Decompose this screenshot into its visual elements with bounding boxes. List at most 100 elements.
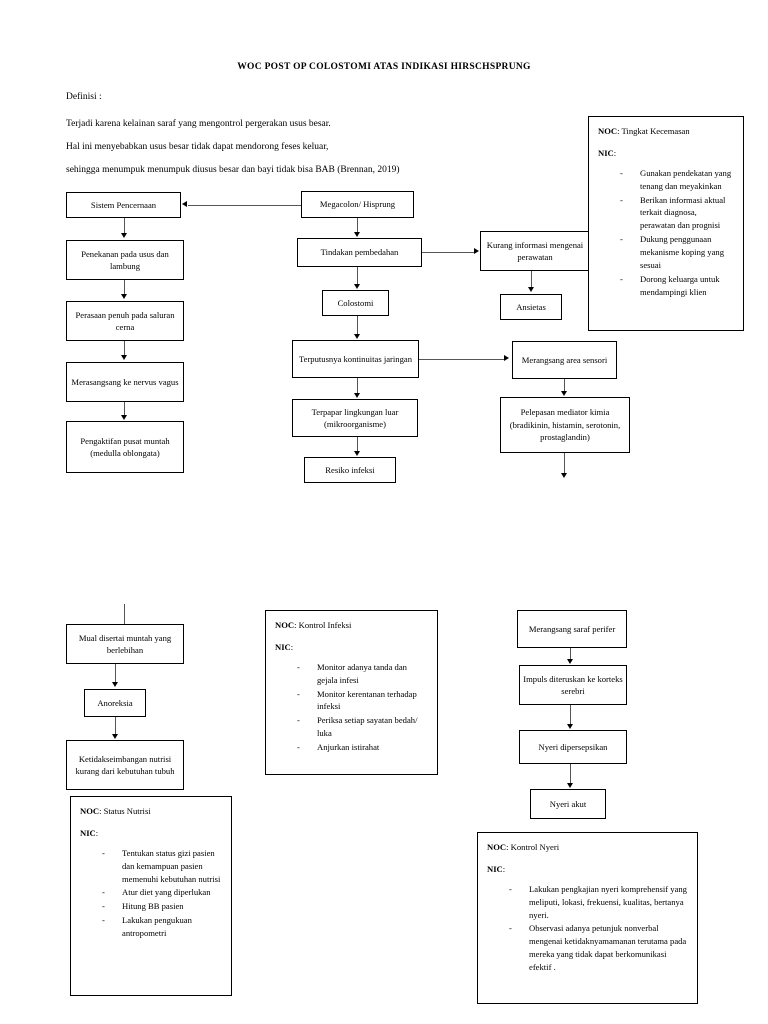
list-item: Berikan informasi aktual terkait diagnos… — [620, 194, 734, 233]
arrow-lower-right-1 — [567, 659, 573, 664]
flow-box-ketidakseimbangan-nutrisi: Ketidakseimbangan nutrisi kurang dari ke… — [66, 740, 184, 790]
nutrition-noc-value: : Status Nutrisi — [99, 806, 151, 816]
arrow-right-1 — [528, 287, 534, 292]
list-item: Dorong keluarga untuk mendampingi klien — [620, 273, 734, 299]
definition-line-1: Terjadi karena kelainan saraf yang mengo… — [66, 119, 331, 129]
connector-right-1 — [531, 271, 532, 287]
arrow-left-1 — [121, 233, 127, 238]
flow-box-impuls-korteks: Impuls diteruskan ke korteks serebri — [519, 665, 627, 705]
list-item: Hitung BB pasien — [102, 900, 222, 913]
arrow-pembedahan-to-kurang-info — [474, 248, 479, 254]
arrow-lower-right-3 — [567, 783, 573, 788]
anxiety-nic-line: NIC: — [598, 147, 734, 160]
arrow-kontinuitas-to-sensori — [504, 355, 509, 361]
flow-box-merangsang-nervus-vagus: Merasangsang ke nervus vagus — [66, 362, 184, 402]
arrow-right-2 — [561, 391, 567, 396]
anxiety-nic-label: NIC — [598, 147, 614, 158]
connector-lower-left-2 — [115, 717, 116, 734]
anxiety-nic-value: : — [613, 147, 617, 158]
connector-mid-5 — [357, 437, 358, 451]
connector-left-1 — [124, 218, 125, 233]
arrow-lower-left-2 — [112, 734, 118, 739]
connector-left-3 — [124, 341, 125, 355]
list-item: Tentukan status gizi pasien dan kemampua… — [102, 847, 222, 886]
connector-lower-right-2 — [570, 705, 571, 724]
anxiety-intervention-list: Gunakan pendekatan yang tenang dan meyak… — [598, 167, 734, 299]
flow-box-colostomi: Colostomi — [322, 290, 389, 316]
list-item: Gunakan pendekatan yang tenang dan meyak… — [620, 167, 734, 193]
panel-infection: NOC: Kontrol Infeksi NIC: Monitor adanya… — [265, 610, 438, 775]
pain-nic-value: : — [502, 863, 506, 874]
nutrition-nic-label: NIC — [80, 827, 96, 838]
arrow-mid-3 — [354, 334, 360, 339]
list-item: Lakukan pengukuan antropometri — [102, 914, 222, 940]
flow-box-resiko-infeksi: Resiko infeksi — [304, 457, 396, 483]
flow-box-sistem-pencernaan: Sistem Pencernaan — [66, 192, 181, 218]
flow-box-terputusnya-kontinuitas: Terputusnya kontinuitas jaringan — [292, 340, 419, 378]
arrow-mid-5 — [354, 451, 360, 456]
list-item: Monitor kerentanan terhadap infeksi — [297, 688, 428, 714]
connector-mid-3 — [357, 316, 358, 334]
flow-box-terpapar-lingkungan: Terpapar lingkungan luar (mikroorganisme… — [292, 399, 418, 437]
nutrition-intervention-list: Tentukan status gizi pasien dan kemampua… — [80, 847, 222, 940]
connector-lower-left-1 — [115, 664, 116, 682]
panel-anxiety: NOC: Tingkat Kecemasan NIC: Gunakan pend… — [588, 116, 744, 331]
flow-box-nyeri-dipersepsikan: Nyeri dipersepsikan — [519, 730, 627, 764]
infection-noc-label: NOC — [275, 620, 295, 630]
pain-noc-label: NOC — [487, 842, 507, 852]
connector-mid-4 — [357, 378, 358, 393]
infection-nic-line: NIC: — [275, 641, 428, 654]
arrow-lower-left-1 — [112, 682, 118, 687]
pain-nic-label: NIC — [487, 863, 503, 874]
connector-right-3 — [564, 453, 565, 473]
connector-right-2 — [564, 379, 565, 391]
arrow-megacolon-to-sistem — [182, 201, 187, 207]
connector-lower-right-3 — [570, 764, 571, 783]
definition-line-3: sehingga menumpuk menumpuk diusus besar … — [66, 165, 400, 175]
nutrition-noc-label: NOC — [80, 806, 100, 816]
anxiety-noc-label: NOC — [598, 126, 618, 136]
flow-box-pengaktifan-pusat-muntah: Pengaktifan pusat muntah (medulla oblong… — [66, 421, 184, 473]
infection-noc-line: NOC: Kontrol Infeksi — [275, 619, 428, 632]
definition-heading: Definisi : — [66, 92, 102, 102]
arrow-left-4 — [121, 415, 127, 420]
definition-line-2: Hal ini menyebabkan usus besar tidak dap… — [66, 142, 329, 152]
nutrition-nic-line: NIC: — [80, 827, 222, 840]
arrow-mid-1 — [354, 232, 360, 237]
infection-noc-value: : Kontrol Infeksi — [294, 620, 352, 630]
infection-nic-label: NIC — [275, 641, 291, 652]
list-item: Periksa setiap sayatan bedah/ luka — [297, 714, 428, 740]
pain-nic-line: NIC: — [487, 863, 688, 876]
flow-box-mual-muntah: Mual disertai muntah yang berlebihan — [66, 624, 184, 664]
connector-kontinuitas-to-sensori — [419, 359, 504, 360]
anxiety-noc-line: NOC: Tingkat Kecemasan — [598, 125, 734, 138]
list-item: Anjurkan istirahat — [297, 741, 428, 754]
flow-box-ansietas: Ansietas — [500, 294, 562, 320]
connector-mid-2 — [357, 267, 358, 284]
list-item: Dukung penggunaan mekanisme koping yang … — [620, 233, 734, 272]
list-item: Atur diet yang diperlukan — [102, 886, 222, 899]
arrow-left-3 — [121, 355, 127, 360]
connector-megacolon-to-sistem — [188, 205, 301, 206]
connector-left-4 — [124, 402, 125, 415]
list-item: Observasi adanya petunjuk nonverbal meng… — [509, 922, 688, 974]
flow-box-megacolon: Megacolon/ Hisprung — [301, 191, 414, 218]
nutrition-nic-value: : — [95, 827, 99, 838]
pain-noc-value: : Kontrol Nyeri — [506, 842, 560, 852]
panel-pain: NOC: Kontrol Nyeri NIC: Lakukan pengkaji… — [477, 832, 698, 1004]
flow-box-pelepasan-mediator: Pelepasan mediator kimia (bradikinin, hi… — [500, 397, 630, 453]
arrow-mid-4 — [354, 393, 360, 398]
anxiety-noc-value: : Tingkat Kecemasan — [617, 126, 690, 136]
arrow-left-2 — [121, 294, 127, 299]
flow-box-tindakan-pembedahan: Tindakan pembedahan — [297, 238, 422, 267]
connector-pembedahan-to-kurang-info — [422, 252, 474, 253]
arrow-right-3 — [561, 473, 567, 478]
pain-noc-line: NOC: Kontrol Nyeri — [487, 841, 688, 854]
flow-box-perasaan-penuh: Perasaan penuh pada saluran cerna — [66, 301, 184, 341]
list-item: Lakukan pengkajian nyeri komprehensif ya… — [509, 883, 688, 922]
flow-box-kurang-informasi: Kurang informasi mengenai perawatan — [480, 231, 590, 271]
arrow-mid-2 — [354, 284, 360, 289]
flow-box-merangsang-area-sensori: Merangsang area sensori — [512, 341, 617, 379]
list-item: Monitor adanya tanda dan gejala infesi — [297, 661, 428, 687]
infection-nic-value: : — [290, 641, 294, 652]
